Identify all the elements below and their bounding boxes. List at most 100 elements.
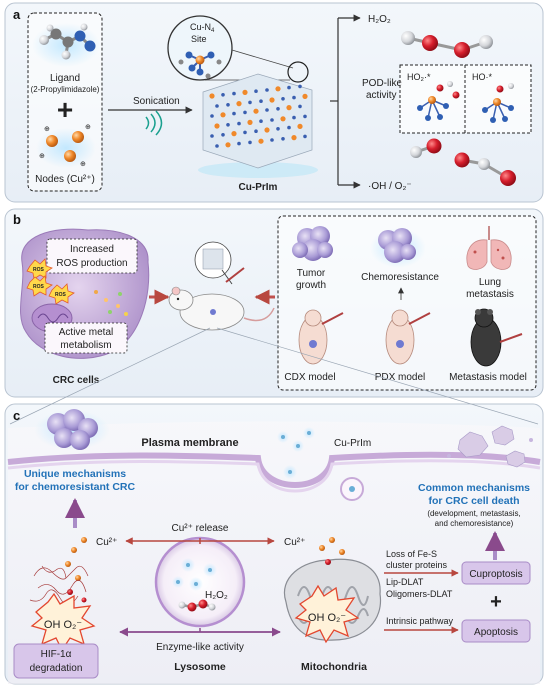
ligand-sub-label: (2-Propylimidazole) xyxy=(31,85,100,94)
framework-node xyxy=(215,144,219,148)
zoom-line-left xyxy=(9,327,211,425)
framework-node xyxy=(221,133,225,137)
unique-line2: for chemoresistant CRC xyxy=(15,481,136,493)
metastasis-mouse-icon xyxy=(470,308,523,367)
metal-line1: Active metal xyxy=(59,327,113,338)
panel-a: a Ligand (2-Propylimidazole) + xyxy=(4,2,544,203)
ros-burst-icon: ROS ROS ROS xyxy=(26,258,75,305)
framework-node xyxy=(215,104,219,108)
chemoresistance-label: Chemoresistance xyxy=(361,272,439,283)
svg-text:ROS: ROS xyxy=(33,284,45,290)
pod-label-line2: activity xyxy=(366,90,397,101)
framework-node xyxy=(292,115,296,120)
lysosome-label: Lysosome xyxy=(174,661,226,673)
cu-n4-label: Cu-N4 xyxy=(190,22,215,34)
chemoresistant-tumor-icon xyxy=(34,409,110,450)
intrinsic-label: Intrinsic pathway xyxy=(386,616,454,626)
panel-b: b Increased ROS production ROS ROS ROS A… xyxy=(4,208,544,398)
framework-node xyxy=(226,103,230,107)
cu-right-label: Cu²⁺ xyxy=(284,537,305,548)
hif-line2: degradation xyxy=(30,663,83,674)
plasma-membrane xyxy=(7,451,541,488)
ligand-label: Ligand xyxy=(50,73,80,84)
lung-line1: Lung xyxy=(479,277,501,288)
output-label: ·OH / O₂⁻ xyxy=(368,181,412,192)
framework-node xyxy=(303,114,307,119)
lungs-icon xyxy=(466,226,512,270)
sound-waves-icon xyxy=(145,110,163,136)
cu-prim-particles-icon xyxy=(277,427,364,501)
framework-node xyxy=(287,125,291,130)
cu-nodes-icon: ⊕ ⊕ ⊕ ⊕ xyxy=(36,124,96,168)
framework-node xyxy=(254,129,258,133)
burst-left-label: OH O₂⁻ xyxy=(44,619,82,631)
framework-node xyxy=(231,131,237,137)
enzyme-label: Enzyme-like activity xyxy=(156,642,244,653)
fes-line2: cluster proteins xyxy=(386,560,448,570)
ros-callout xyxy=(46,238,138,274)
framework-node xyxy=(264,127,270,133)
pdx-mouse-icon xyxy=(385,309,431,365)
unique-line1: Unique mechanisms xyxy=(24,468,126,480)
framework-node xyxy=(259,119,263,123)
ros-line2: ROS production xyxy=(56,258,127,269)
framework-node xyxy=(210,134,214,138)
hif-line1: HIF-1α xyxy=(41,649,72,660)
svg-text:ROS: ROS xyxy=(55,292,67,298)
common-line3: (development, metastasis, xyxy=(427,509,520,518)
sonication-label: Sonication xyxy=(133,96,180,107)
cu-ions-left-icon xyxy=(65,537,87,603)
oligo-label: Oligomers-DLAT xyxy=(386,589,453,599)
svg-text:⊕: ⊕ xyxy=(44,126,50,133)
framework-node xyxy=(243,130,247,135)
lysosome-icon xyxy=(154,536,246,628)
tumor-growth-icon xyxy=(292,226,333,261)
cu-prim-c-label: Cu-PrIm xyxy=(334,438,371,449)
cdx-mouse-icon xyxy=(298,309,344,365)
framework-node xyxy=(287,85,291,90)
cuproptosis-label: Cuproptosis xyxy=(469,569,522,580)
ho2-label: HO₂·* xyxy=(407,72,431,82)
framework-node xyxy=(292,95,296,100)
svg-text:⊕: ⊕ xyxy=(80,161,86,168)
zoom-pointer xyxy=(221,269,233,285)
common-line1: Common mechanisms xyxy=(418,482,530,494)
h2o2-molecule-icon xyxy=(401,31,493,58)
framework-node xyxy=(298,104,302,109)
site-label: Site xyxy=(191,34,207,44)
metal-callout xyxy=(44,322,128,354)
zoom-line-right xyxy=(216,327,539,425)
apoptosis-badge xyxy=(461,619,531,643)
lung-line2: metastasis xyxy=(466,289,514,300)
tumor-line1: Tumor xyxy=(297,268,326,279)
framework-node xyxy=(247,119,253,125)
mitochondria-icon xyxy=(283,537,382,644)
panel-c-letter: c xyxy=(13,408,20,423)
h2o2-label: H₂O₂ xyxy=(368,14,391,25)
cu-prim-label: Cu-PrIm xyxy=(239,182,278,193)
framework-node xyxy=(265,108,269,112)
superoxide-icon xyxy=(454,152,516,186)
ho-intermediate-icon xyxy=(482,83,514,123)
framework-node xyxy=(270,118,274,122)
burst-right-label: OH O₂⁻ xyxy=(308,612,346,624)
lysosome-h2o2-label: H₂O₂ xyxy=(205,590,228,601)
mouse-icon xyxy=(168,241,275,331)
framework-node xyxy=(225,142,231,148)
panel-b-letter: b xyxy=(13,212,21,227)
framework-node xyxy=(242,89,248,95)
framework-node xyxy=(248,100,252,105)
framework-node xyxy=(275,86,281,92)
cu-release-label: Cu²⁺ release xyxy=(172,523,229,534)
framework-node xyxy=(220,112,226,118)
framework-node xyxy=(210,114,214,118)
framework-node xyxy=(237,141,241,146)
framework-node xyxy=(291,135,297,141)
framework-node xyxy=(302,93,308,99)
framework-node xyxy=(298,84,302,89)
hif-degradation-badge xyxy=(13,643,99,679)
hydroxyl-radical-icon xyxy=(410,138,442,158)
ros-burst-left-icon xyxy=(30,592,96,652)
ros-line1: Increased xyxy=(70,244,114,255)
